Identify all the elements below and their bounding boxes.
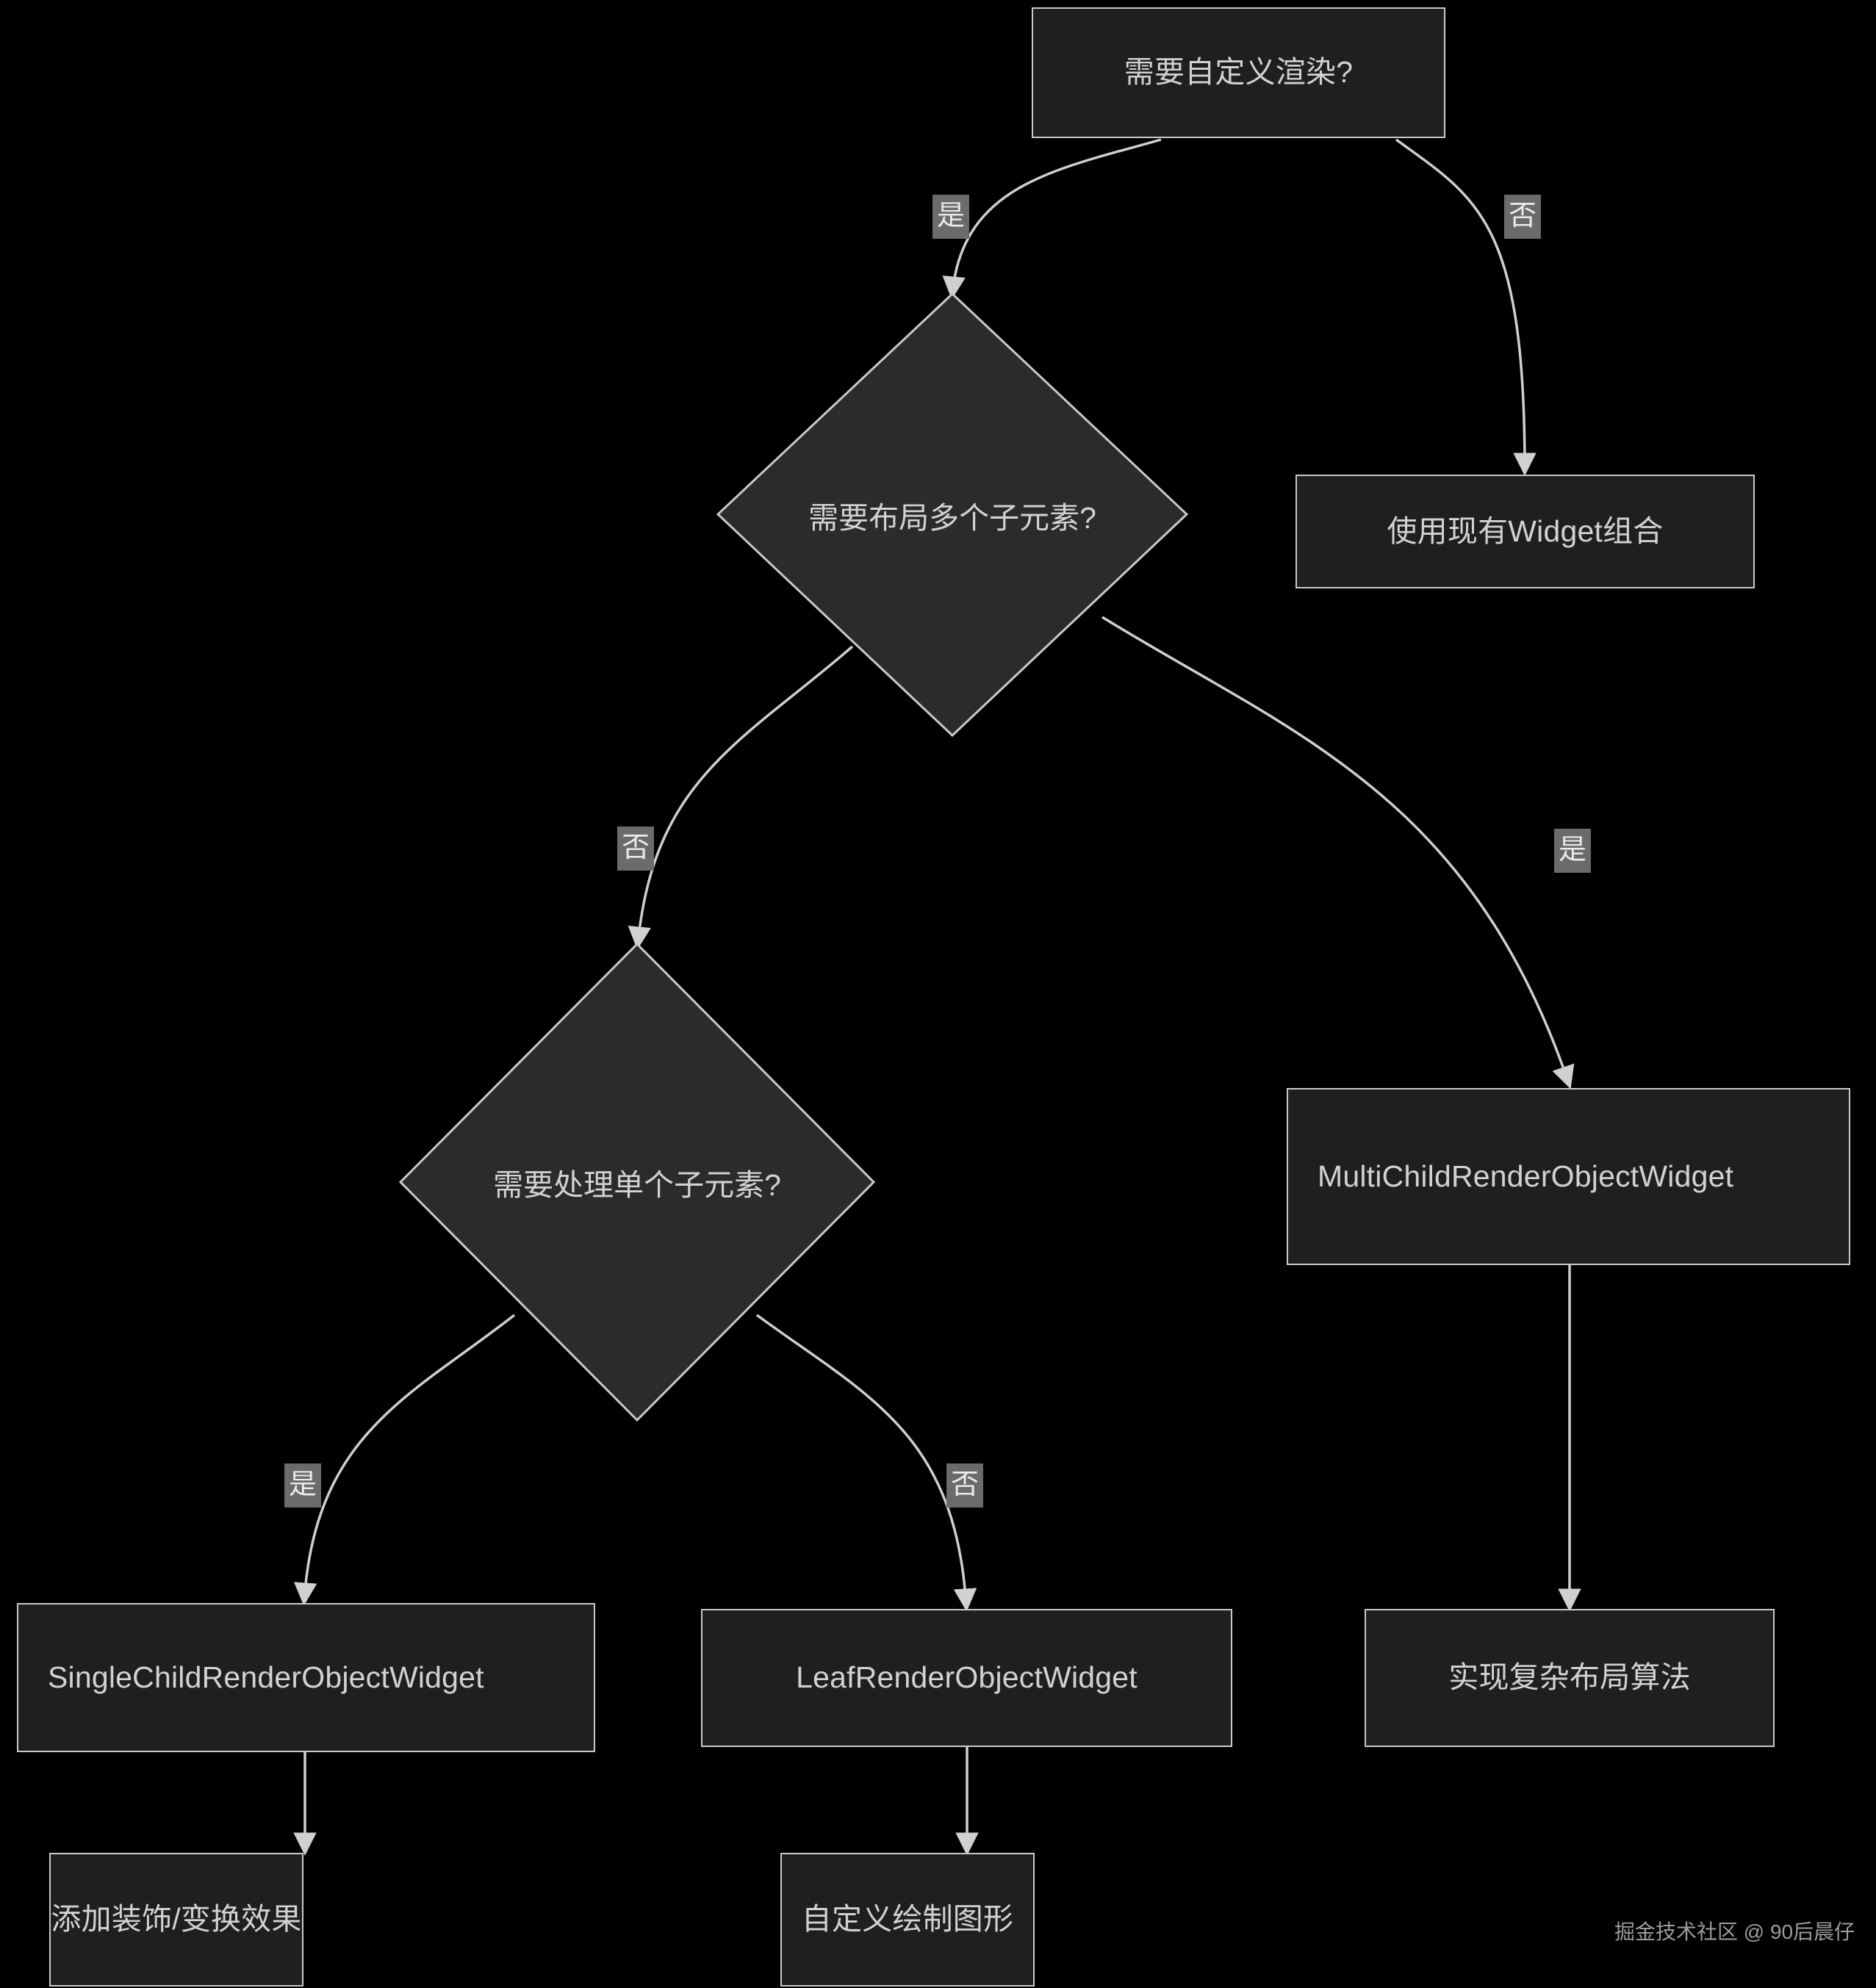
diamond-shape <box>716 292 1188 737</box>
node-label: 使用现有Widget组合 <box>1387 514 1664 548</box>
node-label: 需要自定义渲染? <box>1124 56 1354 90</box>
node-leaf-render-object-widget[interactable]: LeafRenderObjectWidget <box>701 1609 1232 1747</box>
node-label: 需要布局多个子元素? <box>808 500 1096 535</box>
node-need-single-child[interactable]: 需要处理单个子元素? <box>399 943 875 1422</box>
node-complex-layout-algorithm[interactable]: 实现复杂布局算法 <box>1365 1609 1775 1747</box>
node-label: MultiChildRenderObjectWidget <box>1318 1159 1734 1193</box>
edge-label-n2-n5: 是 <box>1553 829 1592 873</box>
edge-label-n4-n7: 否 <box>946 1463 984 1508</box>
node-need-custom-render[interactable]: 需要自定义渲染? <box>1032 7 1445 138</box>
edge-n1-n3 <box>1395 138 1537 476</box>
node-label: LeafRenderObjectWidget <box>796 1661 1138 1695</box>
edge-label-n1-n3: 否 <box>1503 195 1542 239</box>
edge-label-n2-n4: 否 <box>617 826 655 871</box>
edge-label-n1-n2: 是 <box>932 195 970 239</box>
node-use-existing-widgets[interactable]: 使用现有Widget组合 <box>1295 475 1755 588</box>
diamond-shape <box>399 943 875 1422</box>
node-label: 添加装饰/变换效果 <box>51 1903 302 1937</box>
edge-n1-n2 <box>942 138 1162 300</box>
node-label: SingleChildRenderObjectWidget <box>48 1660 484 1694</box>
node-label: 需要处理单个子元素? <box>493 1168 781 1202</box>
node-custom-paint-shape[interactable]: 自定义绘制图形 <box>780 1853 1035 1987</box>
node-singlechild-render-object-widget[interactable]: SingleChildRenderObjectWidget <box>17 1603 595 1752</box>
node-multichild-render-object-widget[interactable]: MultiChildRenderObjectWidget <box>1287 1088 1850 1265</box>
node-need-multi-child-layout[interactable]: 需要布局多个子元素? <box>716 292 1188 737</box>
watermark: 掘金技术社区 @ 90后晨仔 <box>1614 1920 1855 1943</box>
node-add-decoration-transform[interactable]: 添加装饰/变换效果 <box>49 1853 303 1987</box>
node-label: 实现复杂布局算法 <box>1448 1661 1691 1695</box>
edge-label-n4-n6: 是 <box>284 1463 322 1508</box>
node-label: 自定义绘制图形 <box>801 1903 1014 1937</box>
